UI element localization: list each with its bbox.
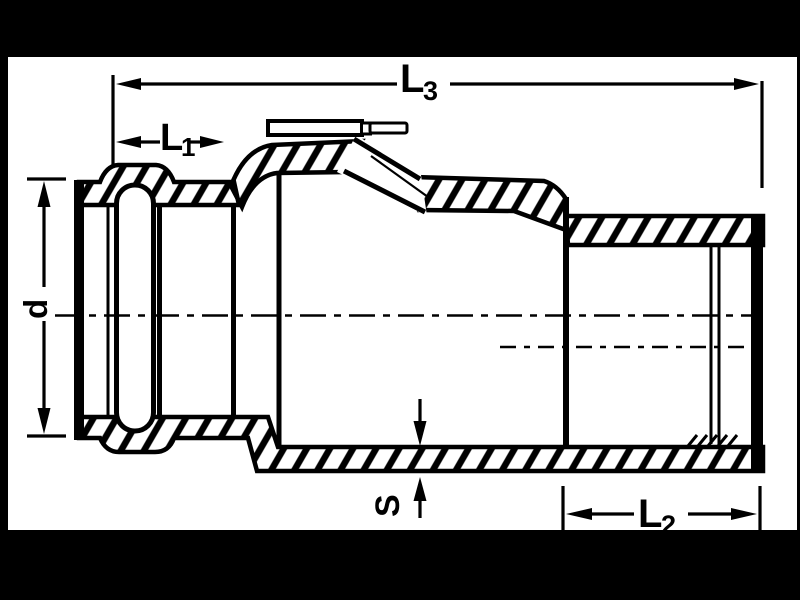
right-pipe-top-wall	[563, 213, 766, 248]
S-label: S	[369, 494, 407, 517]
d-label: d	[17, 299, 54, 319]
d-arrowhead-up	[37, 181, 51, 207]
top-marking-plate	[266, 119, 409, 137]
bottom-wall	[76, 414, 766, 474]
d-arrowhead-down	[37, 408, 51, 434]
L1-label: L1	[160, 117, 195, 162]
L2-arrowhead-left	[566, 508, 592, 520]
scan-border-bottom	[0, 530, 800, 600]
taper-mid-edge-line	[370, 155, 429, 198]
conical-taper-section	[337, 135, 429, 216]
inner-pipe-seat-hatch	[686, 434, 739, 447]
L1-arrowhead-right	[200, 136, 224, 148]
dimension-L1: L1	[116, 117, 224, 162]
body-taper-end-wall	[411, 174, 569, 234]
left-end-face	[74, 180, 84, 440]
scan-border-top	[0, 0, 800, 57]
scan-border-left	[0, 0, 8, 600]
L3-label: L3	[400, 57, 438, 106]
L3-arrowhead-right	[734, 78, 759, 90]
dimension-L3: L3	[111, 57, 764, 188]
L3-arrowhead-left	[116, 78, 141, 90]
L2-arrowhead-right	[731, 508, 757, 520]
S-arrowhead-up	[413, 477, 427, 501]
scan-border-right	[797, 0, 800, 600]
internal-edges	[106, 173, 721, 447]
marking-plate	[266, 119, 364, 137]
sealing-ring-gasket	[114, 182, 156, 434]
centerlines	[55, 314, 757, 349]
L1-arrowhead-left	[116, 136, 141, 148]
dimension-d: d	[17, 177, 66, 438]
marking-plate-tab	[368, 121, 409, 135]
S-arrowhead-down	[413, 421, 427, 446]
dimension-S: S	[369, 399, 427, 518]
right-end-face	[751, 214, 763, 473]
